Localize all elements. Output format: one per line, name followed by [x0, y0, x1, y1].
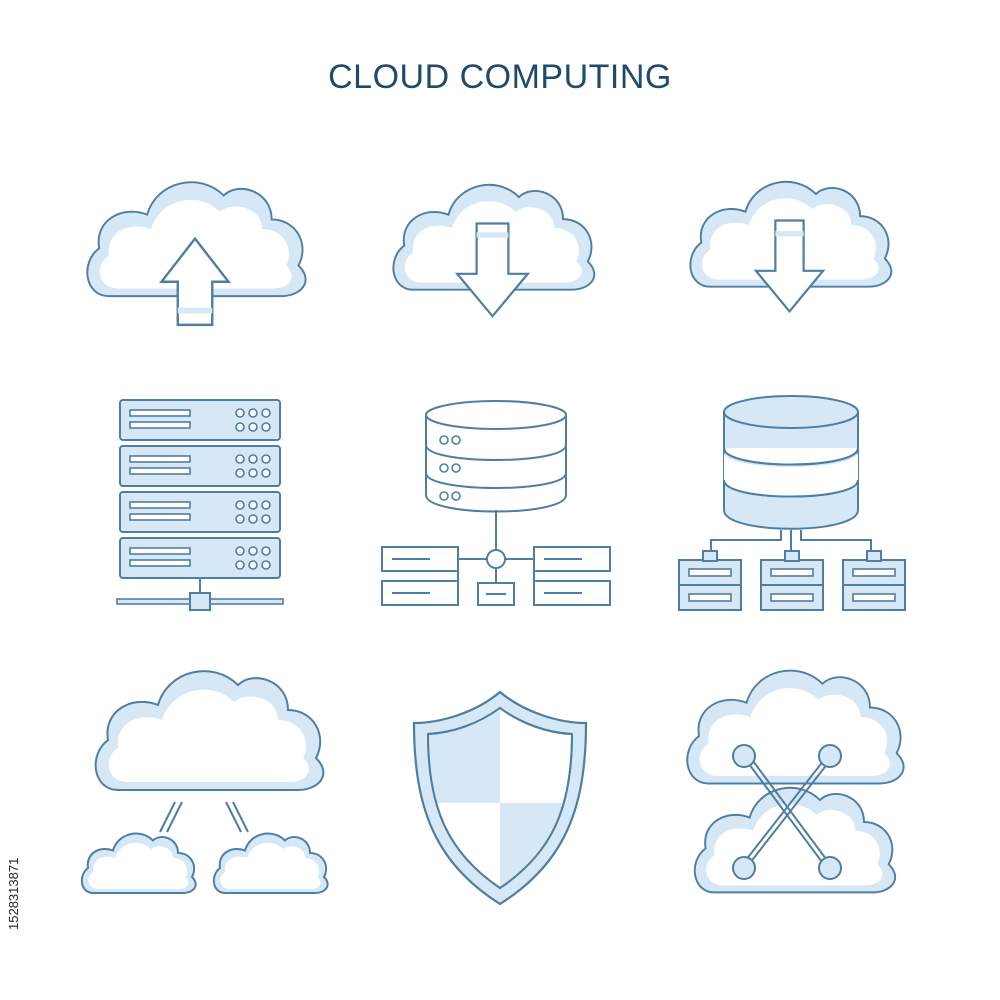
stock-id-label: 1528313871 — [4, 760, 24, 930]
cloud-upload-icon — [80, 168, 310, 338]
database-hierarchy-icon — [676, 390, 908, 615]
cloud-connection-icon — [680, 660, 910, 915]
security-shield-icon — [410, 688, 590, 908]
server-rack-icon — [115, 398, 285, 613]
database-network-icon — [380, 395, 612, 610]
page-title: CLOUD COMPUTING — [328, 58, 672, 96]
cloud-network-icon — [78, 660, 333, 910]
cloud-download-icon — [385, 175, 600, 325]
cloud-download-icon — [682, 172, 897, 322]
stock-id-text: 1528313871 — [6, 857, 21, 930]
